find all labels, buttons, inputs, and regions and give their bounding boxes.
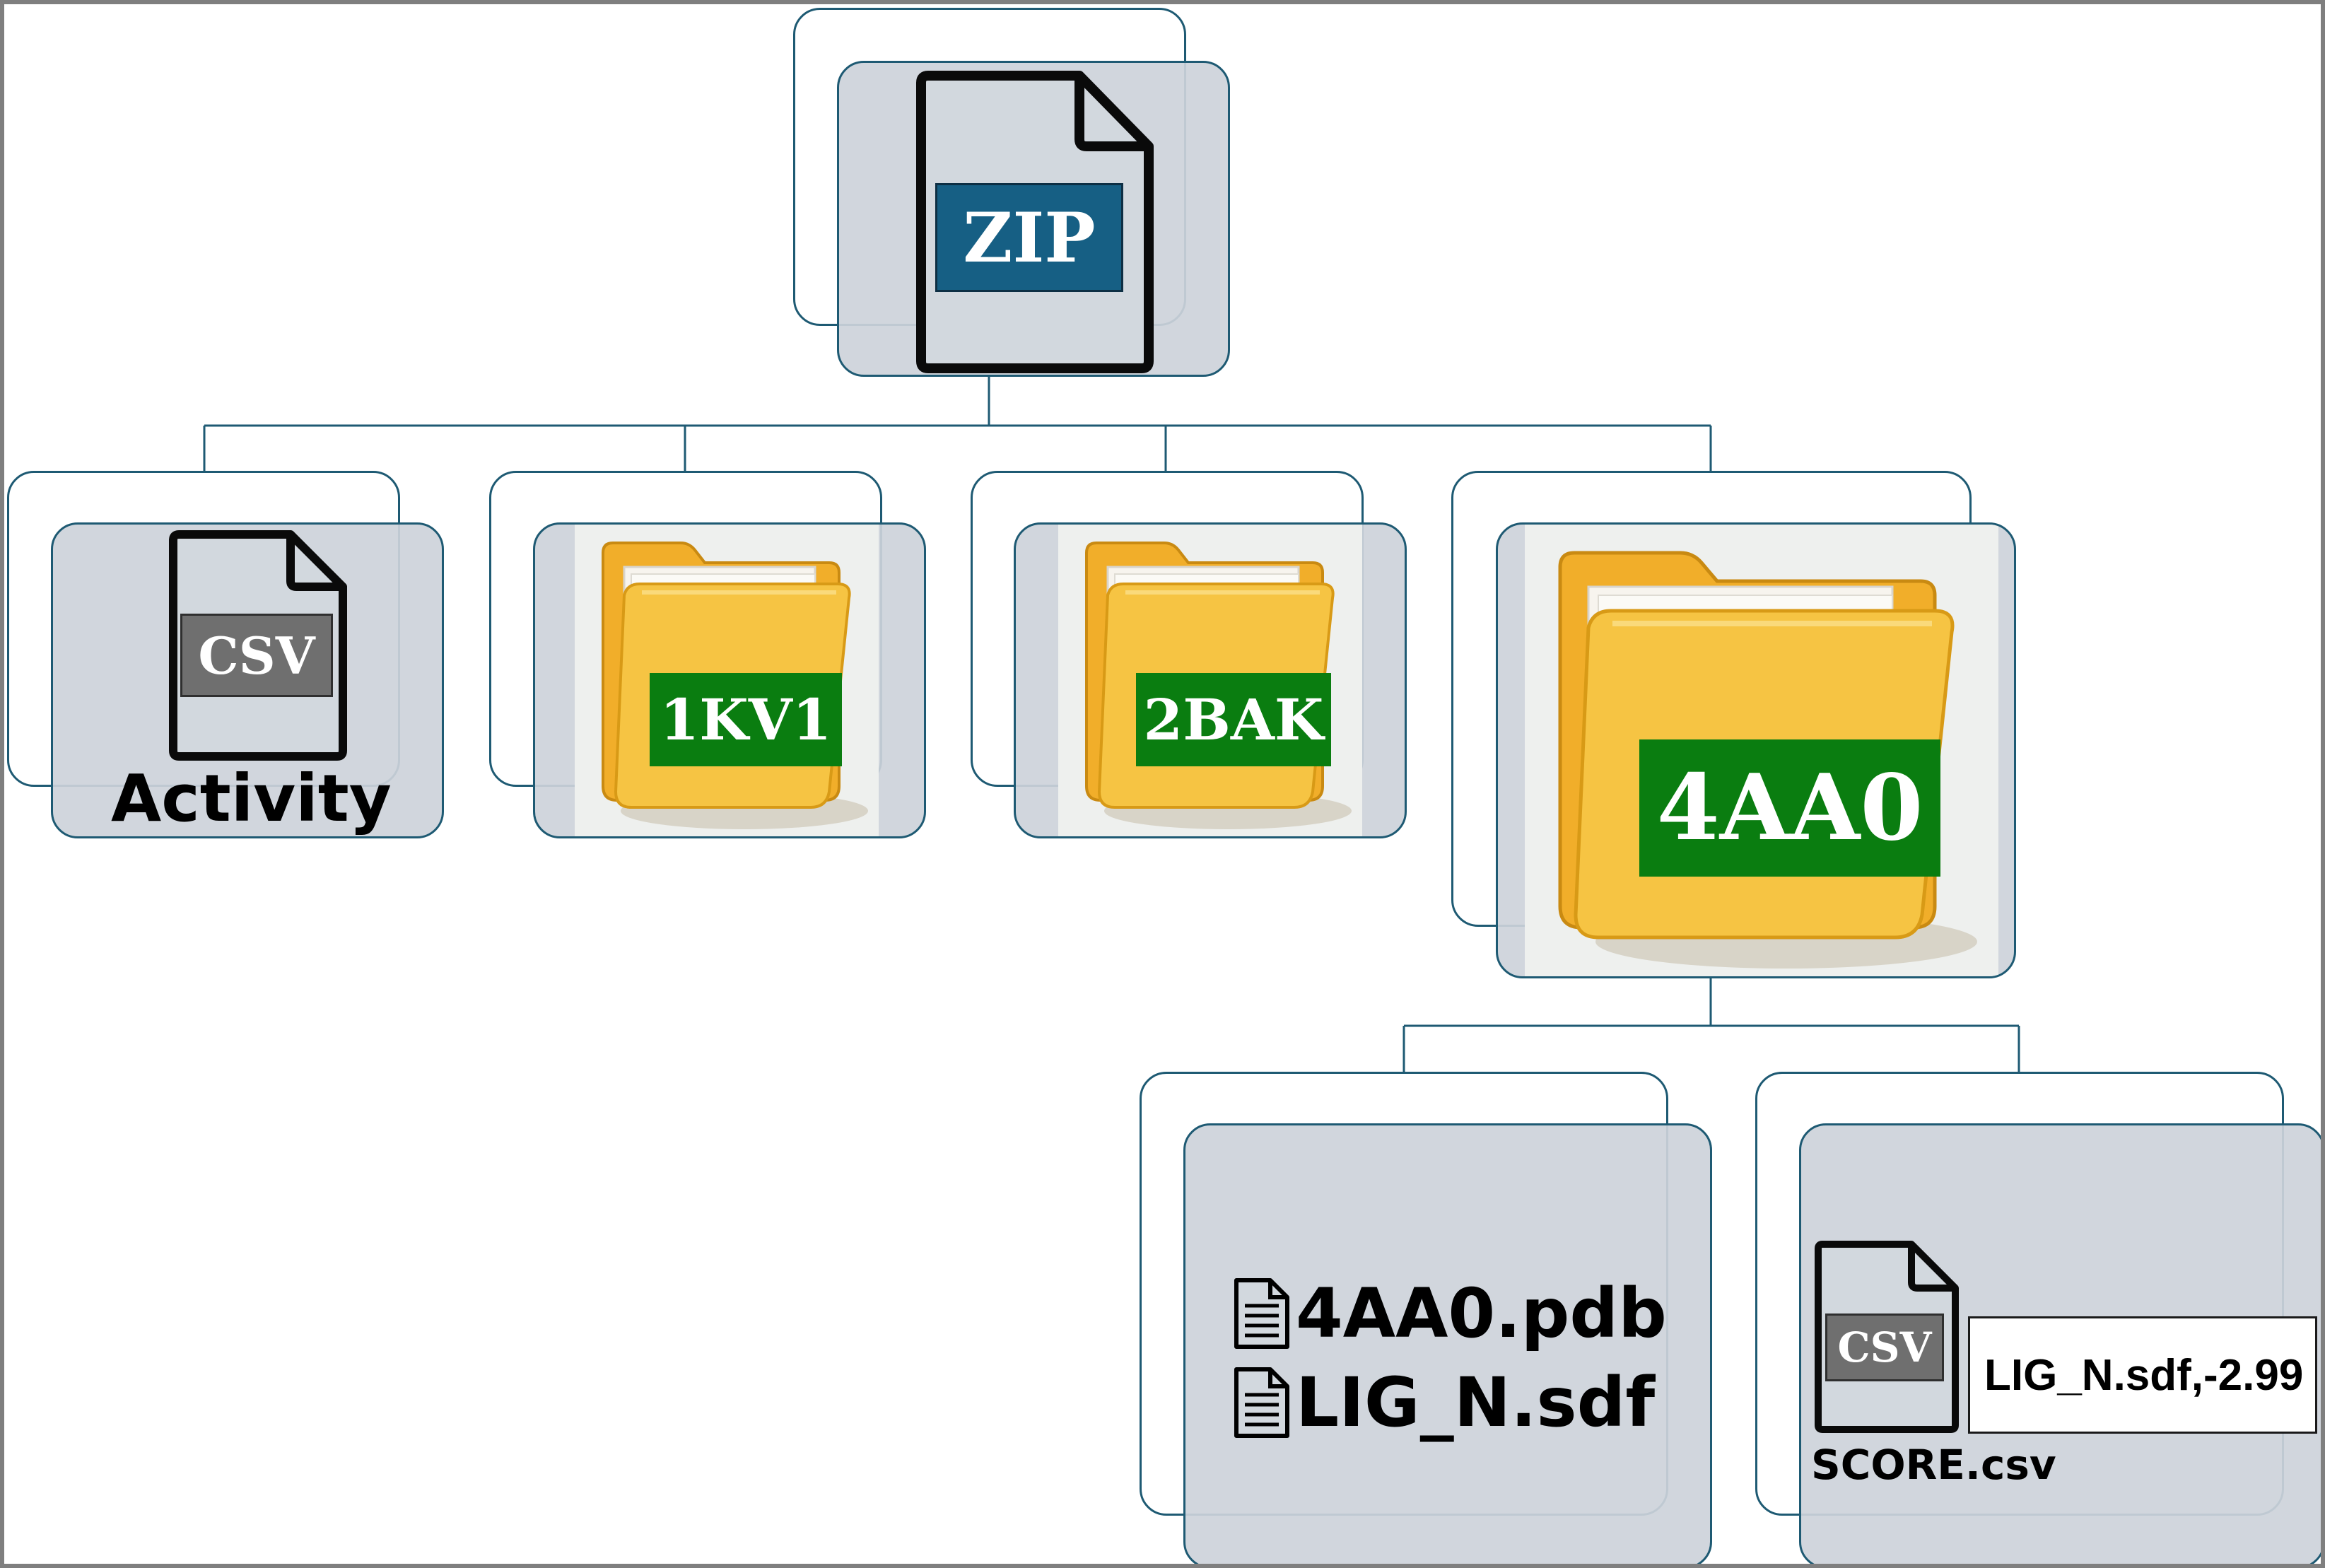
score-csv-node[interactable]: CSV LIG_N.sdf,-2.99 SCORE.csv (1799, 1123, 2321, 1564)
file-name-sdf: LIG_N.sdf (1296, 1363, 1656, 1442)
file-text-icon (1234, 1367, 1289, 1438)
folder-tag-1kv1: 1KV1 (650, 673, 842, 766)
zip-tag: ZIP (935, 183, 1123, 292)
score-label: SCORE.csv (1811, 1441, 2056, 1489)
activity-csv-node[interactable]: CSV Activity (51, 522, 444, 838)
folder-node-1kv1[interactable]: 1KV1 (533, 522, 926, 838)
file-item-pdb[interactable]: 4AA0.pdb (1232, 1274, 1667, 1353)
folder-node-2bak[interactable]: 2BAK (1014, 522, 1407, 838)
file-name-pdb: 4AA0.pdb (1296, 1274, 1667, 1353)
csv-tag: CSV (1825, 1314, 1944, 1381)
tree-connectors (203, 377, 2020, 1072)
folder-tag-4aa0: 4AA0 (1639, 739, 1940, 877)
folder-tag-2bak: 2BAK (1136, 673, 1331, 766)
root-zip-node[interactable]: ZIP (837, 61, 1230, 377)
score-sample-row: LIG_N.sdf,-2.99 (1968, 1316, 2317, 1434)
csv-tag: CSV (180, 614, 333, 697)
files-node[interactable]: 4AA0.pdb LIG_N.sdf (1183, 1123, 1712, 1564)
folder-node-4aa0[interactable]: 4AA0 (1496, 522, 2016, 978)
file-item-sdf[interactable]: LIG_N.sdf (1232, 1363, 1655, 1442)
file-text-icon (1234, 1278, 1289, 1349)
activity-label: Activity (111, 761, 392, 836)
